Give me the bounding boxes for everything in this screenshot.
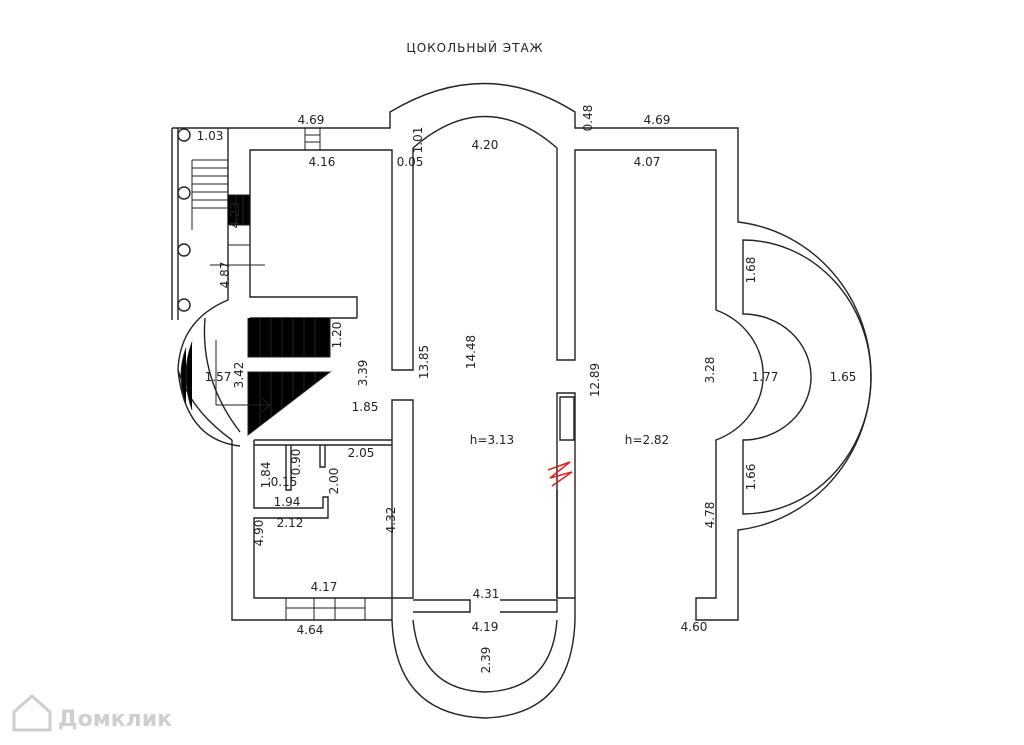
dim-label: 13.85 [417, 345, 431, 379]
dim-label: 0.05 [397, 155, 424, 169]
dim-label: 1.66 [744, 464, 758, 491]
dim-label: 1.85 [352, 400, 379, 414]
dim-label: 1.03 [197, 129, 224, 143]
dim-label: 1.94 [274, 495, 301, 509]
watermark: Домклик [12, 693, 172, 732]
dim-label: 4.20 [472, 138, 499, 152]
dim-label: 0.15 [271, 475, 298, 489]
dim-label: 2.00 [327, 468, 341, 495]
column-icon [177, 128, 191, 142]
column-icon [177, 243, 191, 257]
dim-label: 1.68 [744, 257, 758, 284]
dim-label: 4.69 [644, 113, 671, 127]
dim-label: 0.48 [581, 105, 595, 132]
dim-label: 1.20 [330, 322, 344, 349]
dim-label: 14.48 [464, 335, 478, 369]
dim-label: 4.07 [634, 155, 661, 169]
dim-label: 0.90 [289, 449, 303, 476]
dim-label: 4.64 [297, 623, 324, 637]
dim-label: 4.31 [473, 587, 500, 601]
ceiling-height: h=3.13 [470, 433, 514, 447]
column-icon [177, 186, 191, 200]
dim-label: 2.05 [348, 446, 375, 460]
dim-label: 4.69 [298, 113, 325, 127]
ceiling-height: h=2.82 [625, 433, 669, 447]
break-mark-icon [547, 461, 573, 487]
staircases [177, 127, 573, 620]
dim-label: 4.23 [228, 202, 242, 229]
dim-label: 4.16 [309, 155, 336, 169]
dim-label: 3.42 [232, 362, 246, 389]
watermark-text: Домклик [58, 707, 172, 732]
dim-label: 4.78 [703, 502, 717, 529]
dim-label: 1.77 [752, 370, 779, 384]
dim-label: 4.87 [218, 262, 232, 289]
dim-label: 4.60 [681, 620, 708, 634]
dim-label: 1.57 [205, 370, 232, 384]
dim-label: 4.17 [311, 580, 338, 594]
dim-label: 1.01 [411, 127, 425, 154]
dim-label: 2.12 [277, 516, 304, 530]
dim-label: 3.39 [356, 360, 370, 387]
dim-label: 4.90 [252, 520, 266, 547]
home-logo-icon [12, 693, 52, 732]
plan-title: ЦОКОЛЬНЫЙ ЭТАЖ [406, 40, 543, 55]
dim-label: 2.39 [479, 647, 493, 674]
dimension-labels: 4.69 1.03 4.16 1.01 0.05 4.20 0.48 4.69 … [197, 105, 857, 674]
dim-label: 1.65 [830, 370, 857, 384]
dim-label: 4.19 [472, 620, 499, 634]
dim-label: 12.89 [588, 363, 602, 397]
dim-label: 1.84 [259, 462, 273, 489]
dim-label: 4.32 [384, 507, 398, 534]
dim-label: 3.28 [703, 357, 717, 384]
column-icon [177, 298, 191, 312]
